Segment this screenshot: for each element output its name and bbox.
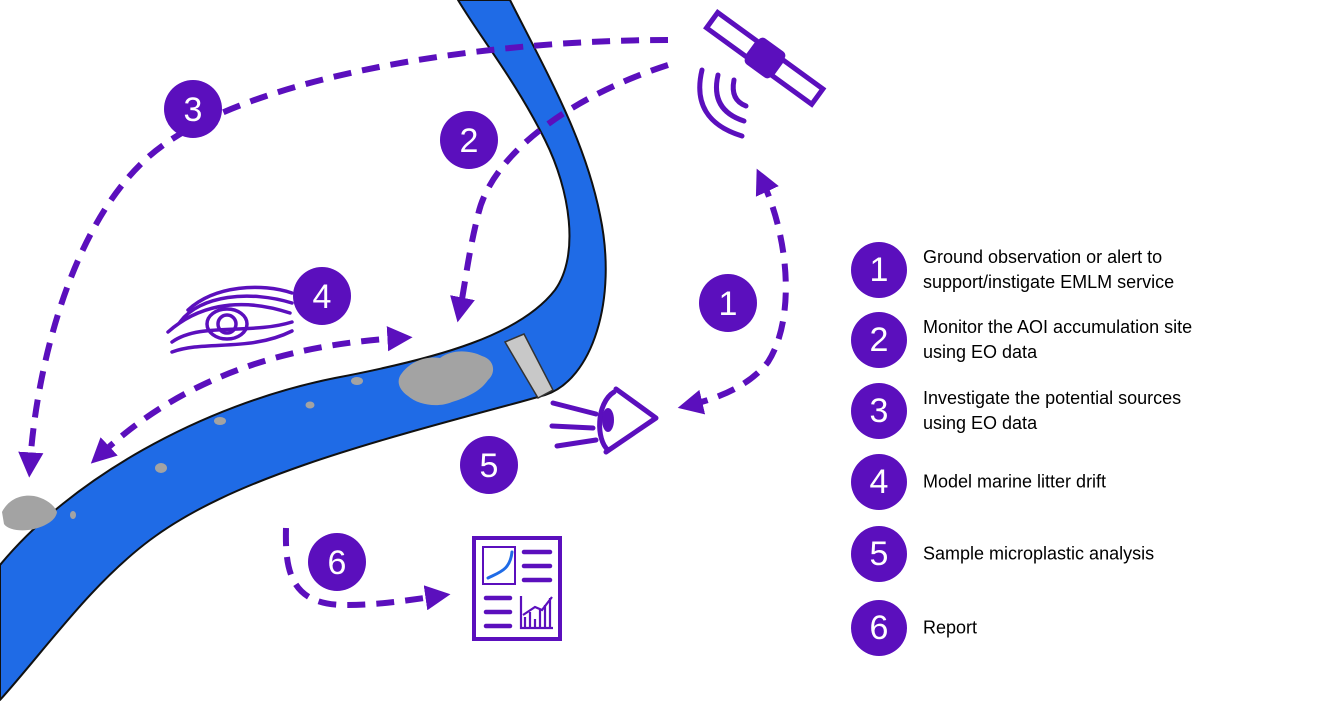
map-badge-5: 5 <box>460 436 518 494</box>
arrow-6 <box>282 527 451 611</box>
current-flow-icon <box>166 285 294 354</box>
litter-fragment <box>70 511 76 519</box>
legend-number-badge: 2 <box>851 312 907 368</box>
map-badge-6: 6 <box>308 533 366 591</box>
svg-text:3: 3 <box>184 91 203 129</box>
legend-item-1: 1 Ground observation or alert to support… <box>851 242 1311 298</box>
legend-number-badge: 6 <box>851 600 907 656</box>
legend-number-badge: 4 <box>851 454 907 510</box>
litter-fragment <box>155 463 167 473</box>
legend-number-badge: 3 <box>851 383 907 439</box>
report-document-icon <box>472 536 562 641</box>
map-badge-1: 1 <box>699 274 757 332</box>
litter-fragment <box>351 377 363 385</box>
map-badge-2: 2 <box>440 111 498 169</box>
litter-fragment <box>305 401 315 409</box>
legend-text: Monitor the AOI accumulation site using … <box>923 317 1193 362</box>
litter-fragment <box>214 417 226 425</box>
satellite-icon <box>703 9 827 108</box>
eye-pupil <box>602 408 614 432</box>
litter-patch-shore <box>2 495 57 531</box>
legend-text: Ground observation or alert to support/i… <box>923 247 1175 292</box>
legend-text: Model marine litter drift <box>923 471 1107 492</box>
legend-text: Sample microplastic analysis <box>923 543 1155 564</box>
legend-text: Investigate the potential sources using … <box>923 388 1182 433</box>
litter-accumulation-patch <box>398 351 494 406</box>
legend-text: Report <box>923 617 978 638</box>
svg-text:6: 6 <box>328 544 347 582</box>
svg-text:1: 1 <box>719 285 738 323</box>
legend-item-5: 5 Sample microplastic analysis <box>851 526 1311 582</box>
svg-text:4: 4 <box>313 278 332 316</box>
legend-item-4: 4 Model marine litter drift <box>851 454 1311 510</box>
legend-number-badge: 1 <box>851 242 907 298</box>
svg-text:2: 2 <box>460 122 479 160</box>
legend-item-3: 3 Investigate the potential sources usin… <box>851 383 1311 439</box>
river <box>0 0 607 701</box>
river-barrier <box>503 333 555 399</box>
arrow-4 <box>90 326 413 464</box>
map-badge-4: 4 <box>293 267 351 325</box>
svg-text:5: 5 <box>480 447 499 485</box>
arrow-1 <box>677 168 789 415</box>
eye-icon <box>549 386 659 455</box>
legend-item-6: 6 Report <box>851 600 1311 656</box>
legend-number-badge: 5 <box>851 526 907 582</box>
map-badge-3: 3 <box>164 80 222 138</box>
legend-item-2: 2 Monitor the AOI accumulation site usin… <box>851 312 1311 368</box>
arrow-3 <box>18 37 669 478</box>
signal-waves-icon <box>697 67 749 139</box>
